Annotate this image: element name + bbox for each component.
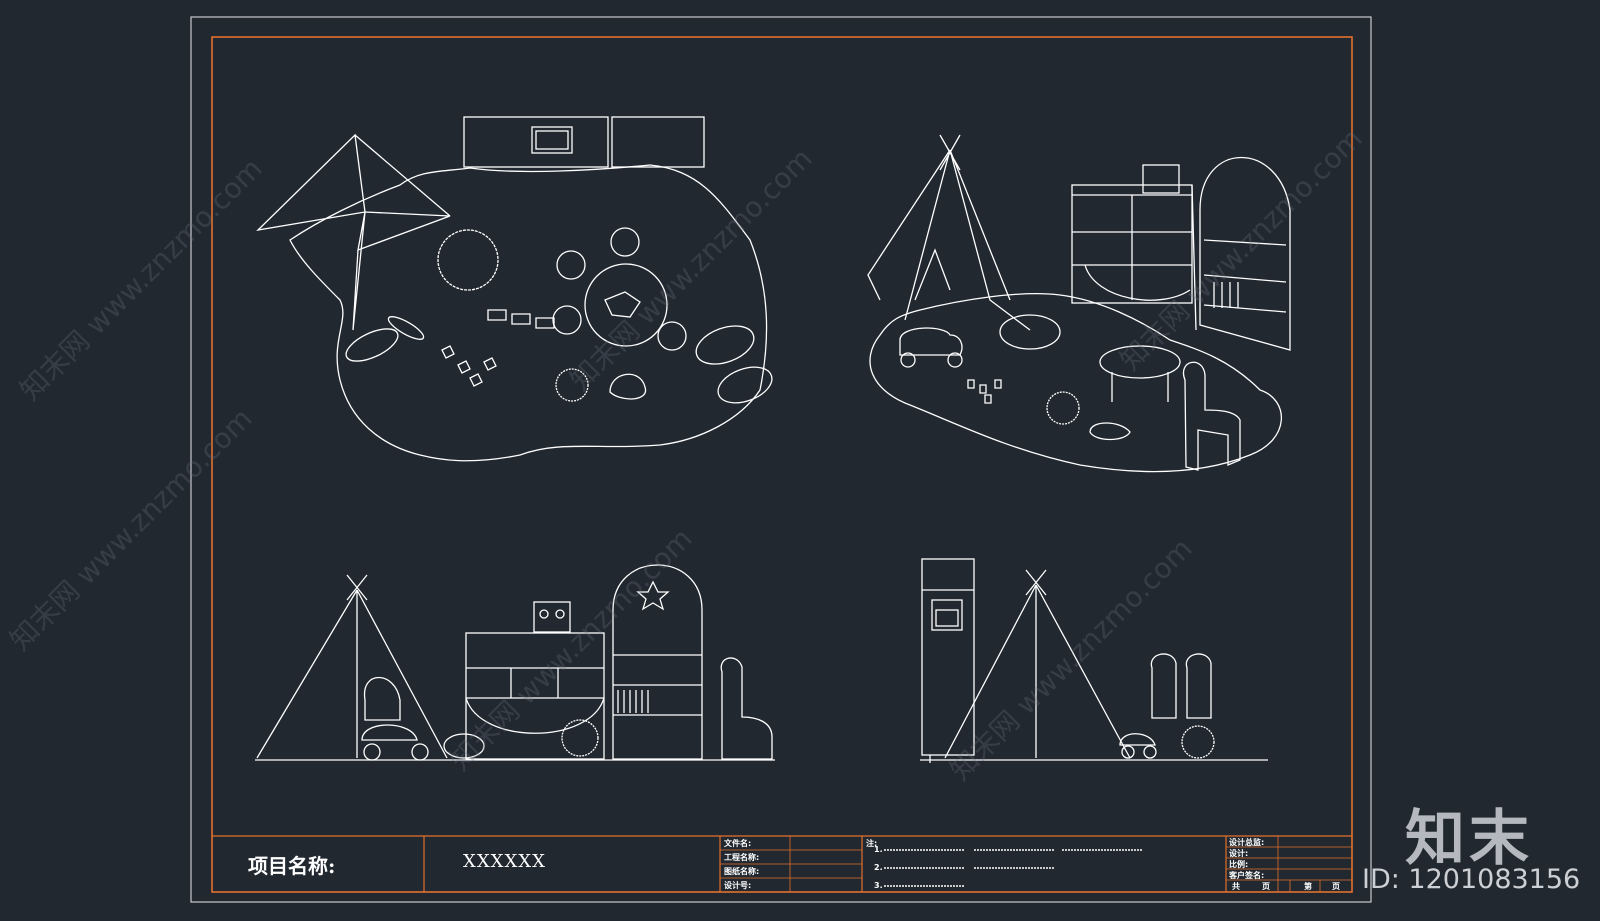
note-number-2: 2.	[874, 863, 883, 872]
plan-view-top-left	[256, 116, 773, 462]
field-project-name: 工程名称:	[724, 853, 760, 862]
ride-on-car	[899, 327, 963, 356]
kids-table-3d	[1099, 345, 1181, 379]
inner-border-frame	[211, 36, 1353, 893]
tall-cabinet-side	[921, 558, 975, 756]
play-mat-outline	[289, 164, 768, 462]
arched-bookcase-elevation	[612, 564, 703, 760]
table-top-view	[584, 263, 668, 347]
elevation-view-bottom-right	[920, 558, 1268, 763]
teepee-tent-elevation	[256, 574, 448, 759]
note-number-3: 3.	[874, 881, 883, 890]
field-design-director: 设计总监:	[1229, 838, 1265, 847]
teepee-tent-3d	[867, 134, 1031, 331]
alpaca-chair-elevation	[720, 657, 773, 760]
robot-toy-elevation	[533, 601, 571, 633]
notes-placeholder-lines	[884, 849, 1142, 887]
notes-label: 注:	[866, 839, 878, 848]
field-scale: 比例:	[1229, 860, 1249, 869]
page-total-unit: 页	[1262, 882, 1270, 891]
note-number-1: 1.	[874, 845, 883, 854]
bolster-cushion-2	[717, 366, 773, 404]
page-current-unit: 页	[1332, 882, 1340, 891]
ride-on-car-elevation	[361, 724, 418, 741]
brand-id-text: ID: 1201083156	[1362, 864, 1581, 895]
brand-logo: 知末	[1405, 804, 1533, 874]
page-current-label: 第	[1304, 882, 1312, 891]
axonometric-view-top-right	[867, 134, 1291, 473]
field-client-signature: 客户签名:	[1229, 871, 1265, 880]
floor-mat-outline	[869, 293, 1283, 473]
field-design-number: 设计号:	[724, 881, 752, 890]
page-total-label: 共	[1232, 882, 1240, 891]
title-block	[212, 835, 1352, 892]
field-file-name: 文件名:	[724, 839, 752, 848]
outer-sheet-frame	[190, 16, 1372, 903]
field-design: 设计:	[1229, 849, 1249, 858]
cabinet-right	[611, 116, 705, 168]
toy-shelf-3d	[1071, 184, 1193, 304]
robot-toy-on-shelf	[1142, 164, 1180, 194]
elevation-view-bottom-left	[255, 564, 775, 761]
teepee-tent-elevation-side	[944, 569, 1131, 759]
bolster-cushion-1	[695, 325, 755, 365]
cabinet-left	[463, 116, 609, 168]
alpaca-chair-pair	[1150, 653, 1212, 719]
toy-shelf-elevation	[465, 632, 605, 760]
field-drawing-name: 图纸名称:	[724, 867, 760, 876]
floor-cushion	[999, 314, 1061, 350]
project-name-label: 项目名称:	[248, 854, 336, 878]
alpaca-chair-3d	[1182, 361, 1241, 471]
rug-round	[437, 229, 499, 291]
arched-bookcase-3d	[1199, 157, 1291, 351]
project-name-value: XXXXXX	[463, 851, 546, 872]
tent-top-view	[256, 133, 451, 331]
